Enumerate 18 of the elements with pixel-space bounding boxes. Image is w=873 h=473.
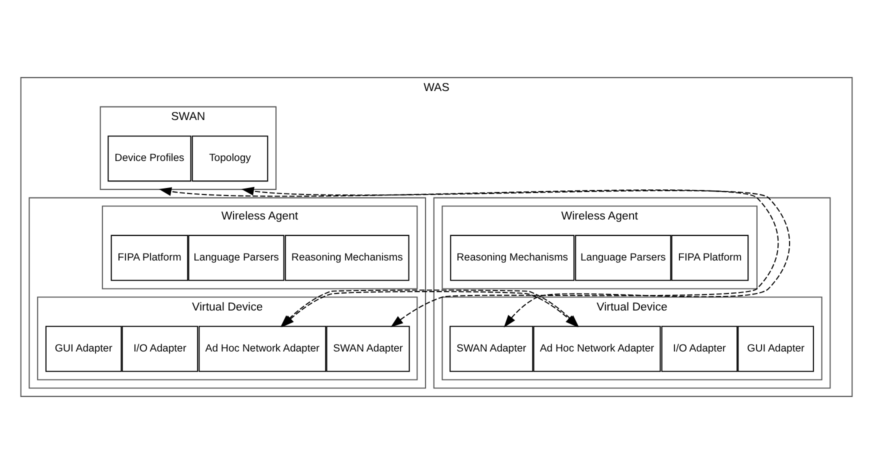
node-box: I/O Adapter [122,325,198,372]
node-box: Language Parsers [188,234,284,280]
cluster [28,196,426,388]
node-box: Device Profiles [108,135,192,182]
node-box: Topology [192,135,268,182]
node-box: Ad Hoc Network Adapter [198,325,326,372]
node-box: Language Parsers [575,234,672,280]
node-box: GUI Adapter [45,325,122,372]
node-box: SWAN Adapter [450,325,534,372]
node-box: Reasoning Mechanisms [284,234,410,280]
node-box: I/O Adapter [661,325,738,372]
node-box: GUI Adapter [738,325,814,372]
node-box: Reasoning Mechanisms [450,234,575,280]
node-box: FIPA Platform [671,234,749,280]
node-box: FIPA Platform [110,234,188,280]
node-box: Ad Hoc Network Adapter [533,325,661,372]
node-box: SWAN Adapter [326,325,410,372]
cluster [433,196,831,388]
